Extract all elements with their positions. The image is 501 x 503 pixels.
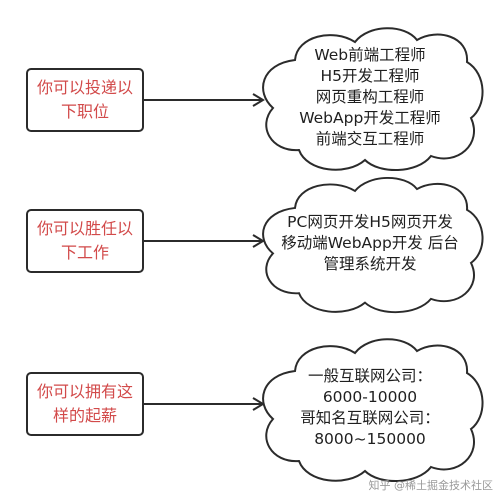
cloud-shape xyxy=(262,338,484,483)
position-box: 你可以投递以 下职位 xyxy=(26,68,144,132)
cloud-text: PC网页开发H5网页开发 移动端WebApp开发 后台 管理系统开发 xyxy=(281,212,459,273)
cloud-text: Web前端工程师 H5开发工程师 网页重构工程师 WebApp开发工程师 前端交… xyxy=(299,45,441,148)
salary-box: 你可以拥有这 样的起薪 xyxy=(26,372,144,436)
arrow-2 xyxy=(144,234,265,248)
cloud-shape xyxy=(262,27,484,172)
box-label: 你可以拥有这 样的起薪 xyxy=(36,382,133,425)
cloud-salary: 一般互联网公司： 6000-10000 哥知名互联网公司： 8000~15000… xyxy=(255,333,485,483)
box-label: 你可以胜任以 下工作 xyxy=(36,219,133,262)
arrow-1 xyxy=(144,93,265,107)
box-label: 你可以投递以 下职位 xyxy=(36,78,133,121)
arrow-3 xyxy=(144,397,265,411)
cloud-capabilities: PC网页开发H5网页开发 移动端WebApp开发 后台 管理系统开发 xyxy=(255,172,485,314)
watermark: 知乎 @稀土掘金技术社区 xyxy=(368,479,494,492)
cloud-text: 一般互联网公司： 6000-10000 哥知名互联网公司： 8000~15000… xyxy=(300,367,440,448)
capability-box: 你可以胜任以 下工作 xyxy=(26,209,144,273)
cloud-shape xyxy=(262,177,484,314)
cloud-positions: Web前端工程师 H5开发工程师 网页重构工程师 WebApp开发工程师 前端交… xyxy=(255,22,485,172)
